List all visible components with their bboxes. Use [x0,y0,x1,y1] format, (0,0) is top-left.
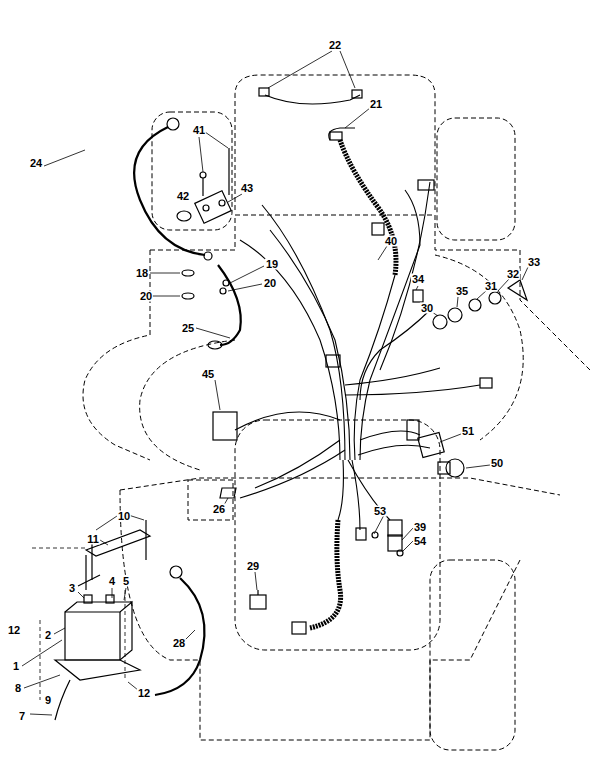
callout-number: 54 [413,536,427,547]
callout-number: 42 [176,191,190,202]
callout-number: 31 [484,281,498,292]
callout-number: 12 [137,688,151,699]
callout-number: 34 [411,274,425,285]
callout-number: 20 [139,291,153,302]
callout-number: 35 [455,286,469,297]
callout-number: 9 [44,695,52,706]
callout-number: 53 [373,506,387,517]
callout-number: 3 [68,583,76,594]
callout-number: 7 [18,711,26,722]
callout-number: 4 [108,576,116,587]
callout-number: 26 [212,504,226,515]
callout-number: 8 [14,683,22,694]
callout-number: 24 [29,158,43,169]
callout-number: 11 [86,534,100,545]
callout-number: 30 [420,303,434,314]
callout-number: 50 [490,458,504,469]
callout-number: 21 [369,99,383,110]
callout-number: 32 [506,269,520,280]
callout-number: 40 [384,236,398,247]
callout-number: 1 [12,661,20,672]
callout-number: 19 [265,259,279,270]
callout-number: 18 [135,268,149,279]
callout-number: 10 [117,511,131,522]
callout-number: 2 [44,630,52,641]
callout-number: 22 [328,40,342,51]
callout-number: 12 [7,625,21,636]
callout-number: 39 [413,522,427,533]
callout-number: 33 [527,257,541,268]
callout-number: 45 [201,369,215,380]
callout-number: 5 [122,576,130,587]
callout-number: 51 [461,426,475,437]
callout-number: 28 [172,638,186,649]
callout-number: 25 [181,323,195,334]
callout-number: 29 [246,561,260,572]
callout-number: 20 [263,278,277,289]
callout-number: 41 [192,125,206,136]
callout-number: 43 [240,183,254,194]
